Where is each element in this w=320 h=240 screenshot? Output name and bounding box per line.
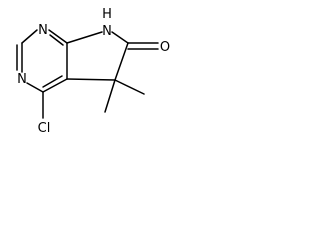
bond-nh-c6 <box>111 31 129 44</box>
atom-n3: N <box>17 72 27 87</box>
atom-h: H <box>102 7 112 22</box>
molecule-drawing: N H N N O Cl <box>0 0 187 141</box>
bond-c7a-nh <box>66 31 103 44</box>
bond-c4a-c4 <box>42 78 68 93</box>
atom-n1: N <box>38 23 48 38</box>
bond-c4-n3 <box>26 82 44 93</box>
bond-c6-c5 <box>114 42 129 81</box>
structure-svg: N H N N O Cl <box>16 7 170 136</box>
substituents <box>42 79 145 119</box>
bond-n1-c7a-double <box>49 34 64 46</box>
atom-cl: Cl <box>38 121 51 136</box>
bond-n1-c7a <box>48 29 68 44</box>
atom-labels: N H N N O Cl <box>17 7 170 136</box>
pyrimidine-ring <box>16 29 68 93</box>
lactam-ring <box>66 31 159 81</box>
bond-c4a-c4-double <box>42 75 63 88</box>
atom-nh: N <box>102 24 112 39</box>
bond-c5-methyl-1 <box>104 79 116 113</box>
bond-c5-methyl-2 <box>114 79 145 95</box>
bond-c2-n1 <box>21 29 38 44</box>
atom-o: O <box>160 40 170 55</box>
bond-c5-c4a <box>66 78 116 81</box>
